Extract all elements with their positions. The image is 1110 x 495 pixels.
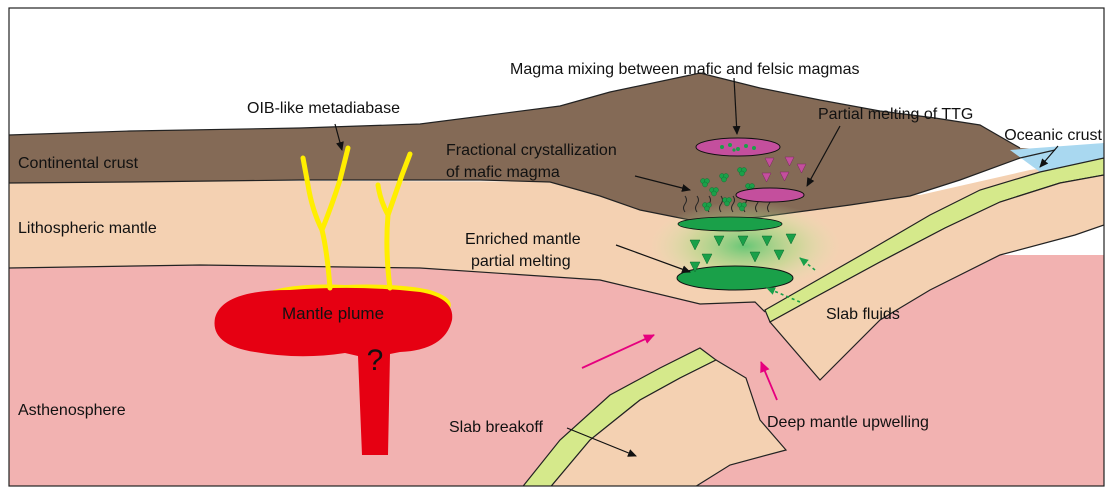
- label-slab-breakoff: Slab breakoff: [449, 419, 544, 436]
- label-mafic-magma: of mafic magma: [446, 164, 560, 181]
- label-lithospheric-mantle: Lithospheric mantle: [18, 220, 157, 237]
- label-fractional-crystallization: Fractional crystallization: [446, 142, 617, 159]
- ttg-melt-lens: [736, 188, 804, 202]
- label-slab-fluids: Slab fluids: [826, 306, 900, 323]
- label-oceanic-crust: Oceanic crust: [1004, 127, 1102, 144]
- label-partial-melting: partial melting: [471, 253, 571, 270]
- label-partial-melting-ttg: Partial melting of TTG: [818, 106, 973, 123]
- label-mantle-plume: Mantle plume: [282, 304, 384, 323]
- label-question-mark: ?: [367, 344, 384, 377]
- label-magma-mixing: Magma mixing between mafic and felsic ma…: [510, 61, 859, 78]
- label-continental-crust: Continental crust: [18, 155, 139, 172]
- label-oib-metadiabase: OIB-like metadiabase: [247, 100, 400, 117]
- label-enriched-mantle: Enriched mantle: [465, 231, 581, 248]
- label-deep-mantle-upwelling: Deep mantle upwelling: [767, 414, 929, 431]
- mafic-sill: [678, 217, 782, 231]
- label-asthenosphere: Asthenosphere: [18, 402, 126, 419]
